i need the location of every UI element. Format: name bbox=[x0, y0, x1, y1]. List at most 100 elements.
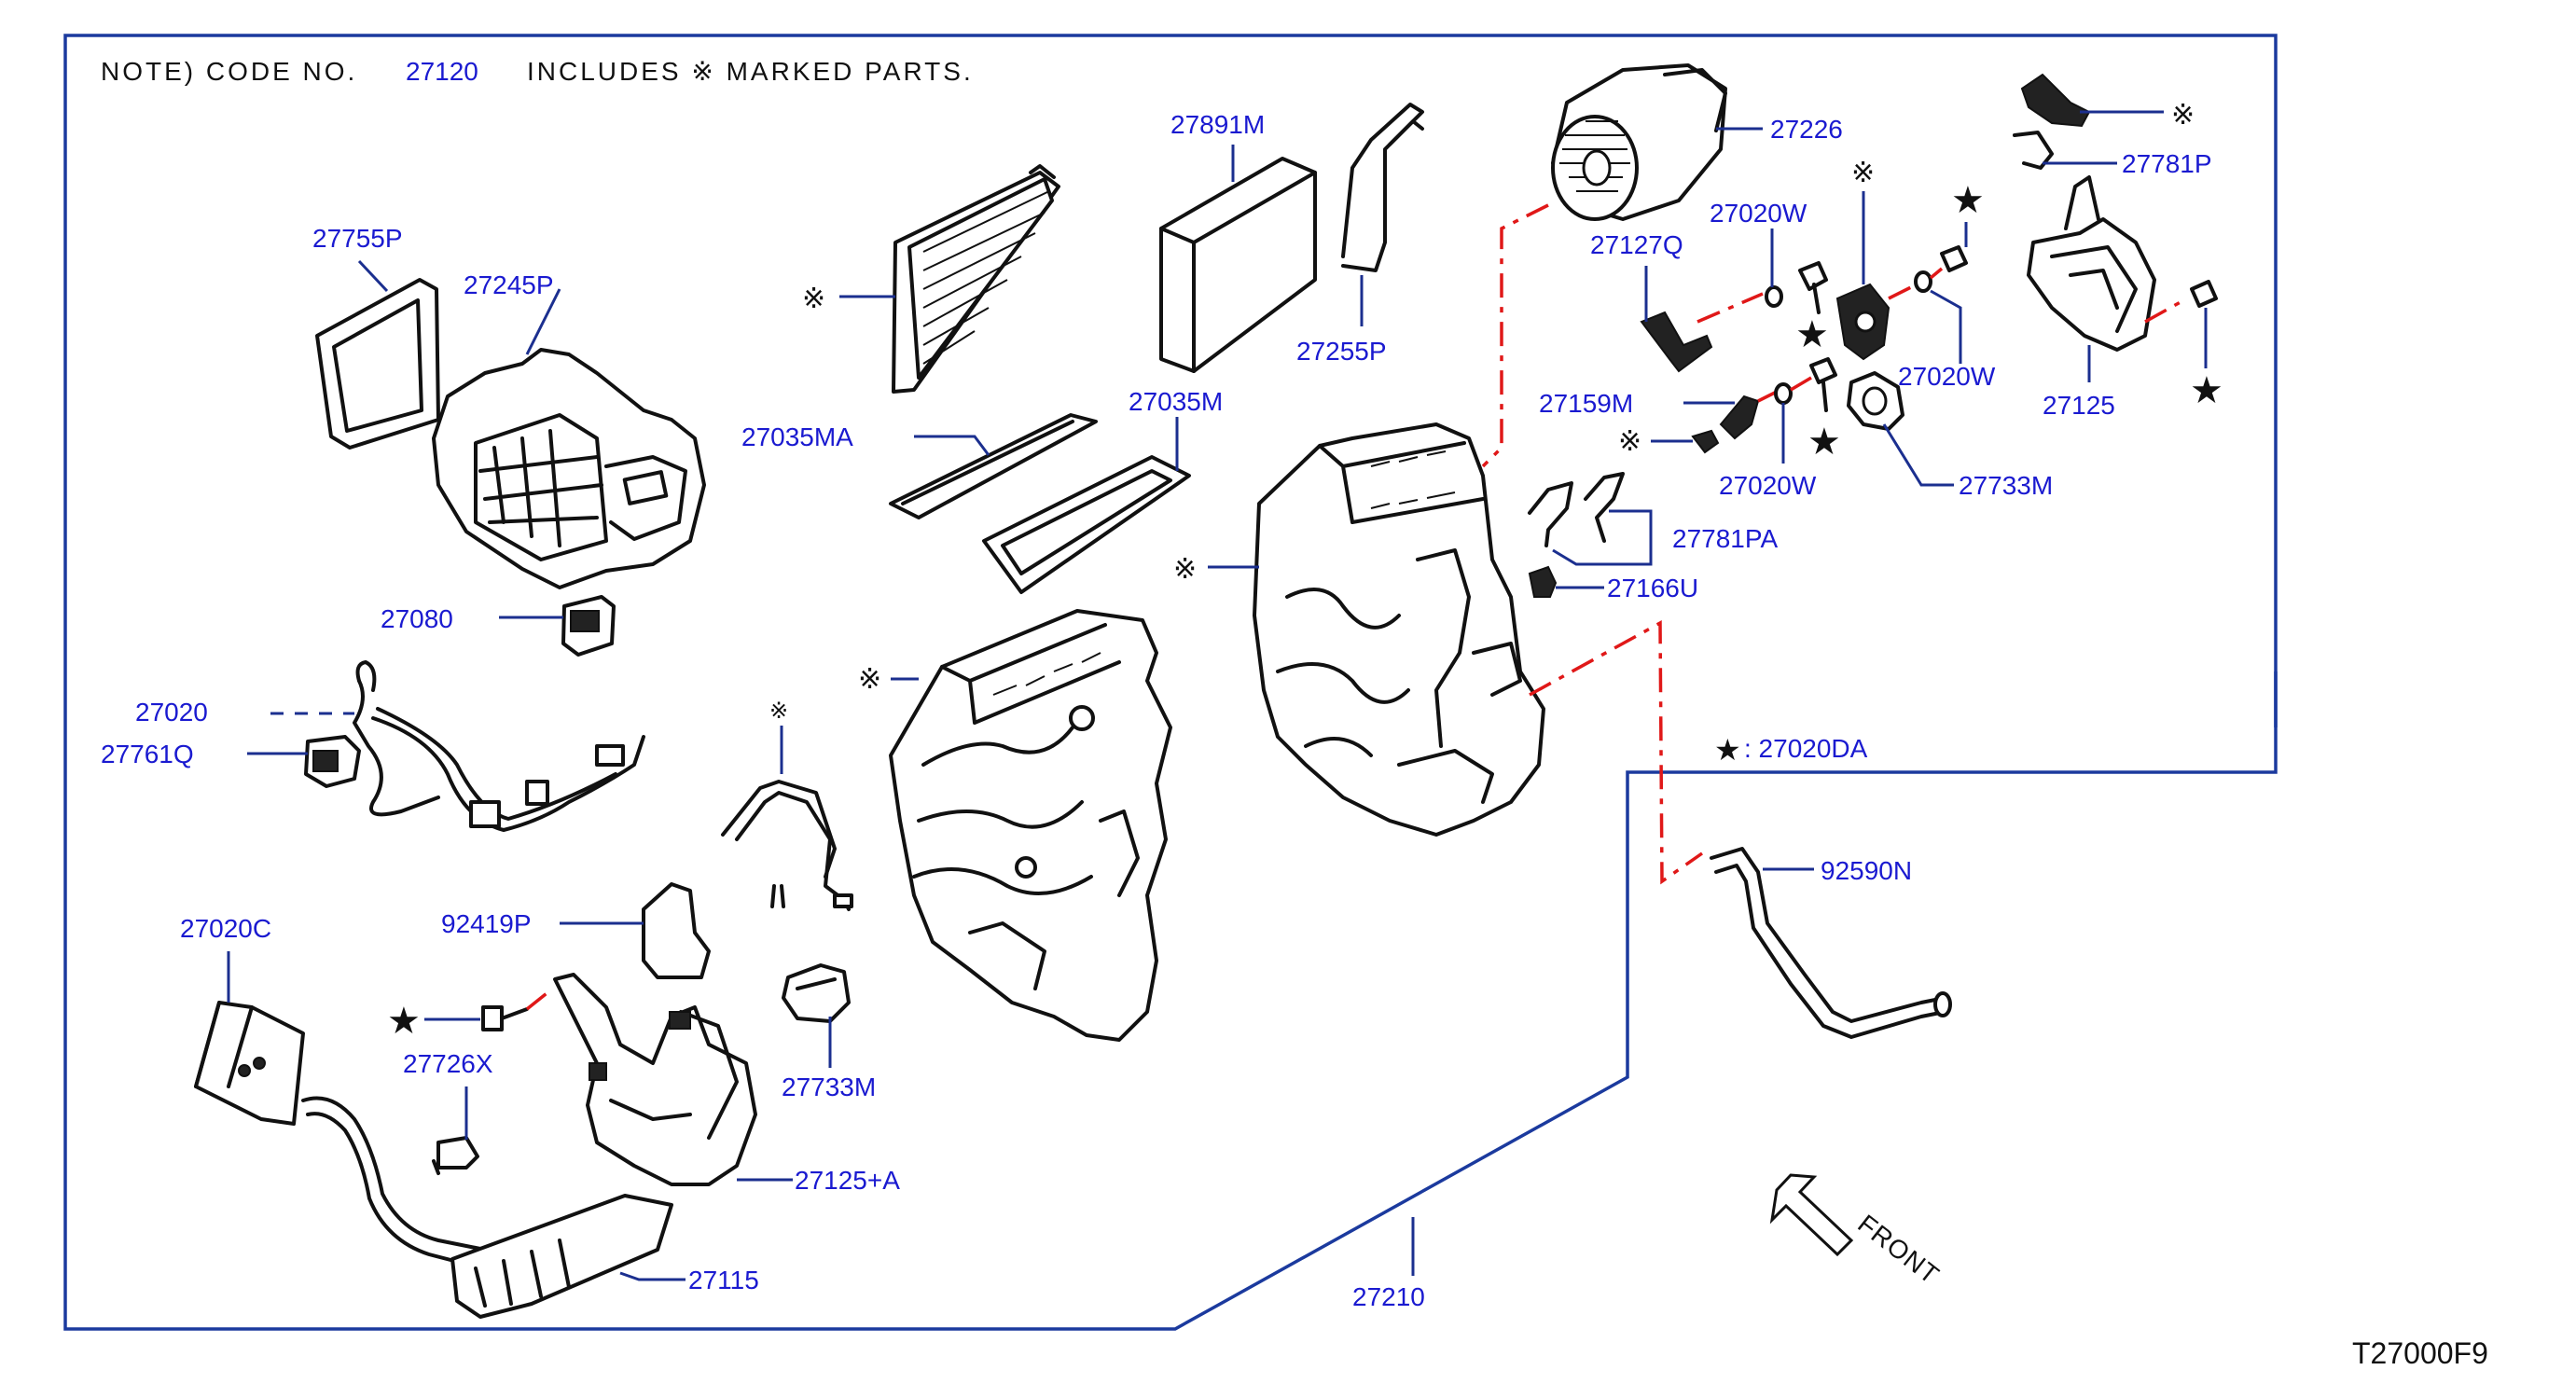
star-icon: ★ bbox=[387, 1000, 421, 1043]
part-clip bbox=[1691, 429, 1720, 454]
part-wires-27781pa bbox=[1528, 472, 1625, 547]
dash-27159m bbox=[1757, 390, 1778, 403]
part-filter-27035ma bbox=[889, 413, 1098, 519]
part-screw-b bbox=[1940, 245, 1968, 272]
leader-27035ma bbox=[914, 435, 990, 456]
front-label: FRONT bbox=[1852, 1209, 1945, 1290]
dash-lever bbox=[1697, 292, 1764, 324]
part-screw-c bbox=[2190, 280, 2218, 308]
part-sensor-27761q bbox=[304, 735, 361, 788]
label-27755p[interactable]: 27755P bbox=[312, 224, 403, 253]
part-sensor-27726x bbox=[432, 1136, 479, 1175]
label-27245p[interactable]: 27245P bbox=[464, 270, 554, 299]
dash-washer-c bbox=[1790, 376, 1812, 392]
part-actuator-disc bbox=[1835, 283, 1890, 361]
star-icon-3: ★ bbox=[1951, 179, 1985, 222]
leader-27733m-b bbox=[1882, 423, 1954, 487]
label-27115[interactable]: 27115 bbox=[688, 1266, 759, 1294]
part-intake-housing-27245p bbox=[432, 348, 706, 589]
label-27726x[interactable]: 27726X bbox=[403, 1049, 493, 1078]
part-bracket-27781p bbox=[2013, 73, 2091, 170]
star-icon-6: ★ bbox=[1714, 732, 1741, 768]
part-washer-a bbox=[1765, 285, 1783, 308]
label-27781p[interactable]: 27781P bbox=[2122, 149, 2212, 178]
part-bracket-27125a bbox=[553, 973, 757, 1186]
diagram-id: T27000F9 bbox=[2352, 1336, 2488, 1370]
part-actuator-27733m-b bbox=[1847, 371, 1904, 431]
label-27125a[interactable]: 27125+A bbox=[795, 1166, 900, 1195]
star-icon-4: ★ bbox=[2190, 369, 2223, 412]
leader-27115 bbox=[619, 1271, 686, 1281]
label-27733m-b[interactable]: 27733M bbox=[1959, 471, 2053, 500]
part-washer-c bbox=[1774, 382, 1793, 405]
note-suffix: INCLUDES ※ MARKED PARTS. bbox=[527, 57, 974, 86]
star-icon-2: ★ bbox=[1795, 313, 1829, 356]
part-heater-core-27115 bbox=[301, 1096, 673, 1319]
part-blower-27226 bbox=[1551, 63, 1727, 221]
leader-27020w-b bbox=[1930, 289, 1962, 364]
marked-icon-2: ※ bbox=[858, 663, 881, 696]
marked-icon-4: ※ bbox=[1173, 553, 1197, 586]
part-lever-27159m bbox=[1719, 394, 1760, 440]
marked-icon-6: ※ bbox=[2171, 99, 2195, 131]
dash-drain bbox=[1529, 620, 1704, 885]
label-27020c[interactable]: 27020C bbox=[180, 914, 271, 943]
label-27891m[interactable]: 27891M bbox=[1170, 110, 1265, 139]
part-housing-upper bbox=[1253, 422, 1545, 837]
part-duct-clamp bbox=[721, 780, 853, 911]
star-icon-5: ★ bbox=[1807, 421, 1841, 464]
dash-washer-screw bbox=[1929, 267, 1944, 280]
label-27210[interactable]: 27210 bbox=[1352, 1282, 1425, 1311]
marked-icon: ※ bbox=[802, 283, 825, 315]
part-filter-27035m bbox=[982, 455, 1191, 594]
label-27226[interactable]: 27226 bbox=[1770, 115, 1843, 144]
part-screw-a bbox=[1798, 261, 1828, 314]
leader-27755p bbox=[357, 259, 389, 293]
marked-icon-3: ※ bbox=[769, 698, 788, 724]
leader-27781pa bbox=[1552, 509, 1653, 566]
part-bracket-27255p bbox=[1341, 103, 1424, 272]
part-bolt-a bbox=[481, 1005, 529, 1031]
dash-27125 bbox=[2144, 297, 2188, 324]
label-27080[interactable]: 27080 bbox=[381, 604, 453, 633]
label-27020w-b[interactable]: 27020W bbox=[1898, 362, 1996, 391]
part-cover-92419p bbox=[642, 882, 711, 979]
dash-disc-washer bbox=[1888, 283, 1918, 300]
part-screw-d bbox=[1809, 357, 1837, 412]
label-27020-partial[interactable]: 27020 bbox=[135, 698, 208, 727]
label-27733m-a[interactable]: 27733M bbox=[782, 1073, 876, 1101]
label-27020w-a[interactable]: 27020W bbox=[1710, 199, 1807, 228]
label-27127q[interactable]: 27127Q bbox=[1590, 230, 1683, 259]
label-27159m[interactable]: 27159M bbox=[1539, 389, 1633, 418]
part-harness bbox=[353, 660, 645, 832]
note-code[interactable]: 27120 bbox=[406, 57, 478, 86]
part-evaporator bbox=[892, 164, 1060, 394]
label-27035ma[interactable]: 27035MA bbox=[741, 422, 853, 451]
part-actuator-27080 bbox=[561, 595, 616, 657]
label-27255p[interactable]: 27255P bbox=[1296, 337, 1387, 366]
part-lever-27127q bbox=[1640, 311, 1713, 373]
part-drain-hose-92590n bbox=[1710, 847, 1952, 1039]
part-washer-b bbox=[1914, 270, 1932, 293]
label-27020w-c[interactable]: 27020W bbox=[1719, 471, 1817, 500]
label-92590n[interactable]: 92590N bbox=[1821, 856, 1912, 885]
label-92419p[interactable]: 92419P bbox=[441, 909, 532, 938]
label-27781pa[interactable]: 27781PA bbox=[1672, 524, 1778, 553]
note-prefix: NOTE) CODE NO. bbox=[101, 57, 357, 86]
marked-icon-7: ※ bbox=[1618, 425, 1641, 458]
part-actuator-27125 bbox=[2027, 175, 2156, 352]
label-27035m[interactable]: 27035M bbox=[1129, 387, 1223, 416]
front-arrow-icon bbox=[1769, 1173, 1854, 1257]
assembly-frame bbox=[63, 34, 2278, 1331]
label-27125[interactable]: 27125 bbox=[2043, 391, 2115, 420]
part-gasket-27755p bbox=[315, 278, 440, 450]
label-27166u[interactable]: 27166U bbox=[1607, 574, 1698, 602]
dash-bolt-a bbox=[525, 989, 552, 1011]
part-housing-lower bbox=[889, 609, 1172, 1042]
marked-icon-5: ※ bbox=[1851, 157, 1875, 189]
label-27761q[interactable]: 27761Q bbox=[101, 740, 194, 768]
dash-blower bbox=[1481, 203, 1549, 468]
header-note: NOTE) CODE NO. 27120 INCLUDES ※ MARKED P… bbox=[101, 57, 974, 86]
part-filter-27891m bbox=[1159, 157, 1317, 373]
